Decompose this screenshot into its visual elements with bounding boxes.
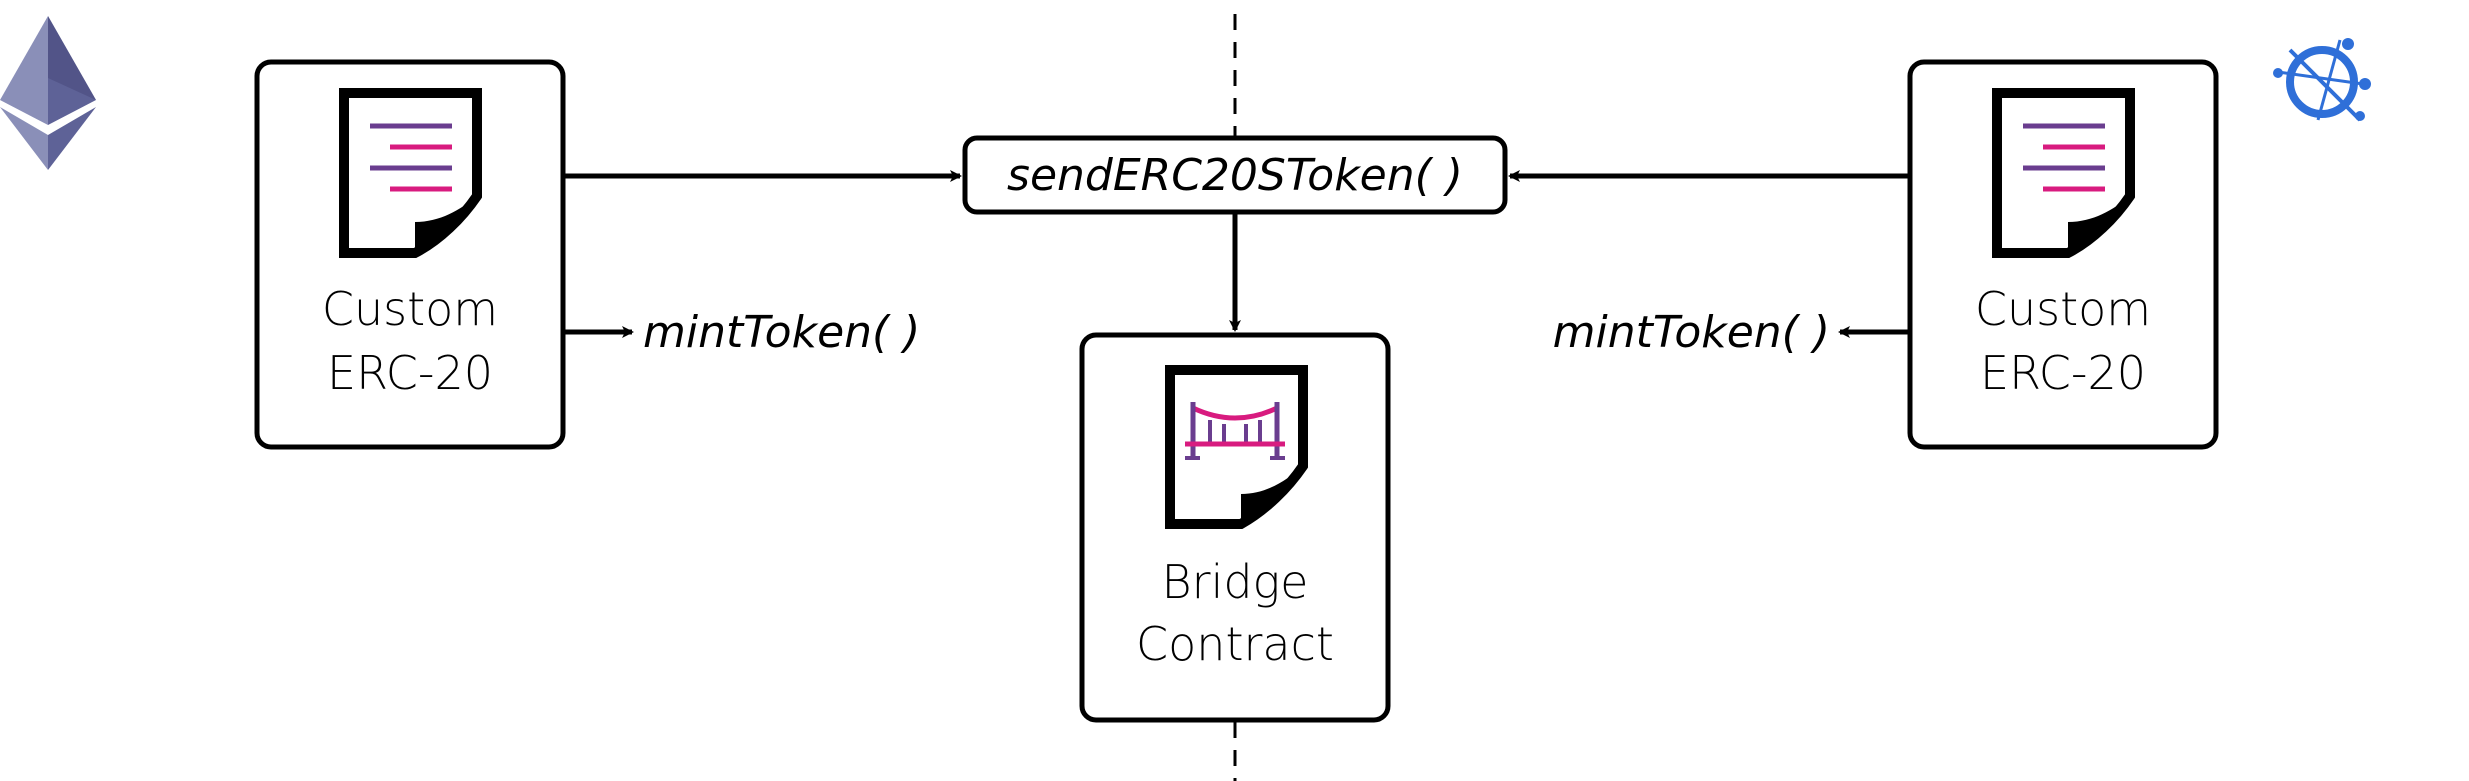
bridge-document-icon	[1165, 365, 1308, 529]
skale-logo-icon	[2273, 38, 2371, 122]
bridge-label-line1: Bridge	[1162, 555, 1309, 609]
document-icon	[339, 88, 482, 258]
document-icon	[1992, 88, 2135, 258]
send-function-label: sendERC20SToken( )	[1007, 150, 1463, 201]
right-token-label-line1: Custom	[1975, 282, 2151, 336]
right-token-label-line2: ERC-20	[1980, 346, 2146, 400]
bridge-contract-node: Bridge Contract	[1079, 332, 1391, 723]
left-token-label-line1: Custom	[322, 282, 498, 336]
left-token-label-line2: ERC-20	[327, 346, 493, 400]
right-token-node: Custom ERC-20	[1907, 59, 2219, 450]
mint-right-label: mintToken( )	[1553, 307, 1830, 358]
bridge-label-line2: Contract	[1136, 617, 1334, 671]
mint-left-label: mintToken( )	[643, 307, 920, 358]
left-token-node: Custom ERC-20	[254, 59, 566, 450]
send-function-node: sendERC20SToken( )	[962, 135, 1508, 215]
ethereum-logo-icon	[0, 16, 96, 170]
